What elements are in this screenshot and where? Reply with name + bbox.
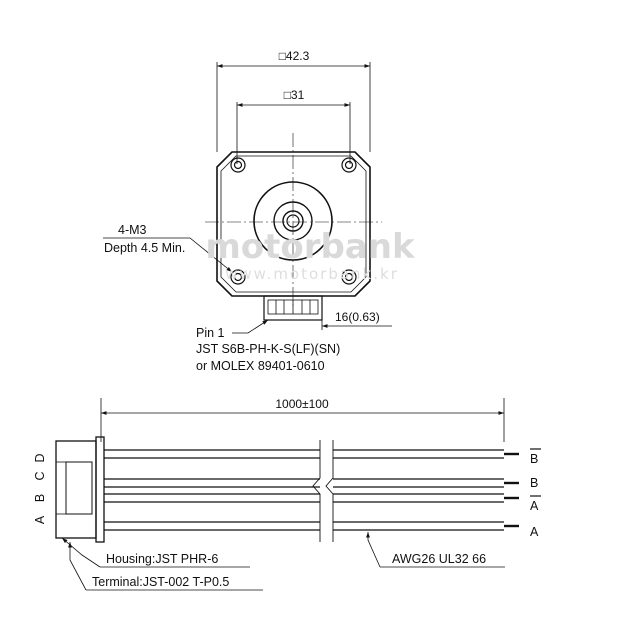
motor-body xyxy=(216,151,371,297)
length-dim-label: 1000±100 xyxy=(275,397,329,411)
housing-pin-label: C xyxy=(33,471,47,480)
bolt-dim-label: □31 xyxy=(284,88,305,102)
housing-pin-label: B xyxy=(33,494,47,502)
motor-front-view xyxy=(103,62,392,334)
motor-connector xyxy=(263,295,323,321)
cable-break xyxy=(312,440,334,542)
wire-spec-label: AWG26 UL32 66 xyxy=(392,552,486,566)
watermark-logo: motorbank xyxy=(205,227,416,267)
wire-end-labels: B B A A xyxy=(530,448,541,539)
cable-wires xyxy=(104,449,519,531)
connector-part-label: JST S6B-PH-K-S(LF)(SN) xyxy=(196,342,340,356)
mount-hole xyxy=(230,157,246,173)
wire-label-b: B xyxy=(530,476,538,490)
housing-pin-label: D xyxy=(33,453,47,462)
mount-depth-label: Depth 4.5 Min. xyxy=(104,241,185,255)
cable-housing xyxy=(55,436,105,543)
housing-label: Housing:JST PHR-6 xyxy=(106,552,218,566)
connector-alt-part-label: or MOLEX 89401-0610 xyxy=(196,359,325,373)
connector-offset-label: 16(0.63) xyxy=(335,310,380,324)
cable-view xyxy=(55,398,519,591)
outer-dim-label: □42.3 xyxy=(279,49,310,63)
wire-label-b-bar: B xyxy=(530,452,538,466)
motor-boss xyxy=(253,181,333,261)
mount-hole xyxy=(230,269,246,285)
watermark-url: www.motorbank.kr xyxy=(225,265,399,283)
motor-shaft xyxy=(282,210,304,232)
terminal-label: Terminal:JST-002 T-P0.5 xyxy=(92,575,229,589)
mount-hole-label: 4-M3 xyxy=(118,223,147,237)
wire-label-a: A xyxy=(530,525,539,539)
mount-hole xyxy=(341,157,357,173)
housing-pin-label: A xyxy=(33,515,47,524)
mount-hole xyxy=(341,269,357,285)
pin1-label: Pin 1 xyxy=(196,326,225,340)
wire-label-a-bar: A xyxy=(530,499,539,513)
